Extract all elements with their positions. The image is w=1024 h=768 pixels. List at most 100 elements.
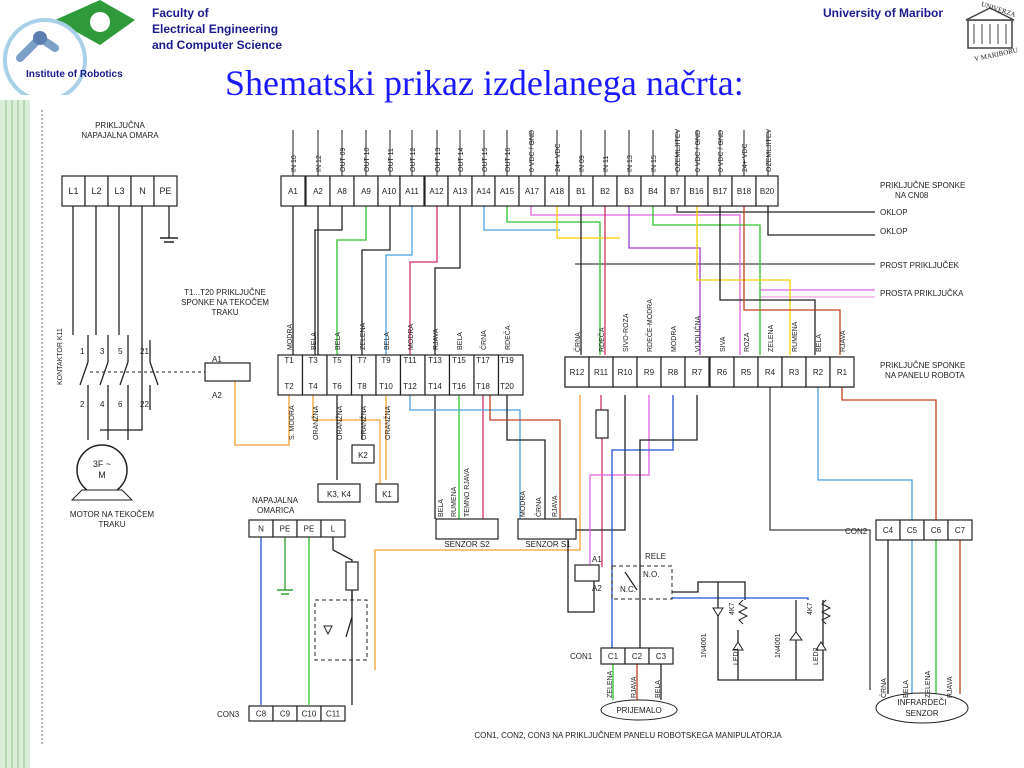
wire-cyan xyxy=(409,395,521,519)
wire-brown xyxy=(743,206,841,355)
relay-k3k4 xyxy=(317,483,361,503)
t-wire-colour: ZELENA xyxy=(360,322,367,350)
contact-switch xyxy=(99,361,109,386)
mains-terminal-label: L3 xyxy=(114,186,124,196)
wire xyxy=(314,206,343,355)
cn08-label: PRIKLJUČNE SPONKE xyxy=(880,181,965,190)
wire xyxy=(672,581,746,600)
contactor-number: 1 xyxy=(80,347,85,356)
t-terminal-label: T10 xyxy=(379,382,393,391)
wire-red xyxy=(409,206,438,355)
rele-box xyxy=(611,565,673,600)
slide-title: Shematski prikaz izdelanega načrta: xyxy=(225,63,744,103)
right-label: PROST PRIKLJUČEK xyxy=(880,261,960,270)
cn08-terminal-label: A1 xyxy=(288,187,298,196)
t-wire-colour: S. MODRA xyxy=(289,405,296,440)
con3-terminal-label: C9 xyxy=(280,710,291,719)
cn08-terminal-label: B1 xyxy=(576,187,586,196)
wire-green xyxy=(506,206,601,355)
t-terminal-label: T14 xyxy=(428,382,442,391)
supply-label: NAPAJALNA xyxy=(252,496,299,505)
t-wire-colour: ČRNA xyxy=(479,330,488,350)
r-wire-colour: RDEČE-MODRA xyxy=(645,299,654,352)
diode-icon xyxy=(323,625,333,636)
wire-orange xyxy=(374,395,581,670)
con2-wire: ČRNA xyxy=(879,678,888,698)
sensor-s2-label: SENZOR S2 xyxy=(444,540,490,549)
wire xyxy=(506,395,546,519)
relay-k1-label: K1 xyxy=(382,490,392,499)
relay-k2-label: K2 xyxy=(358,451,368,460)
t-terminal-label: T6 xyxy=(332,382,342,391)
t-wire-colour: MODRA xyxy=(287,324,294,350)
contactor-label: KONTAKTOR K11 xyxy=(57,328,64,385)
cn08-terminal-label: A9 xyxy=(361,187,371,196)
cn08-terminal-label: A10 xyxy=(382,187,397,196)
rele-a1: A1 xyxy=(592,555,602,564)
con3-terminal-label: C11 xyxy=(326,710,341,719)
r-block-label: NA PANELU ROBOTA xyxy=(885,371,965,380)
con1-terminal-label: C1 xyxy=(608,652,619,661)
t-terminals-label: TRAKU xyxy=(211,308,238,317)
mains-label: NAPAJALNA OMARA xyxy=(81,131,159,140)
t-block-terminal xyxy=(424,354,451,396)
cn08-terminal-label: B2 xyxy=(600,187,610,196)
mains-terminal-label: PE xyxy=(159,186,171,196)
supply-terminal-label: L xyxy=(331,525,336,534)
t-wire-colour: BELA xyxy=(335,332,342,350)
supply-terminal-label: N xyxy=(258,525,264,534)
t-terminal-label: T8 xyxy=(357,382,367,391)
robot-joint-icon xyxy=(33,31,47,45)
cn08-terminal-label: B16 xyxy=(689,187,704,196)
t-terminal-label: T18 xyxy=(476,382,490,391)
sensor-s1-wire: RJAVA xyxy=(552,495,559,517)
motor-symbol: 3F ~ xyxy=(93,459,111,469)
t-block-terminal xyxy=(497,354,524,396)
t-block-terminal xyxy=(375,354,402,396)
wire-cyan xyxy=(817,387,913,520)
sensor-s1-label: SENZOR S1 xyxy=(525,540,571,549)
cn08-pin-name: IN 11 xyxy=(603,156,610,172)
r-terminal xyxy=(684,356,710,388)
t-wire-colour: ORANŽNA xyxy=(335,405,344,440)
cn08-pin-name: 24+ VDC xyxy=(742,143,749,172)
cn08-terminal xyxy=(568,175,594,207)
institute-name: Institute of Robotics xyxy=(26,69,123,80)
right-label: PROSTA PRIKLJUČKA xyxy=(880,289,964,298)
sensor-s2-wire: RUMENA xyxy=(451,486,458,517)
relay-k3k4-label: K3, K4 xyxy=(327,490,352,499)
aux-contact xyxy=(149,361,159,386)
r-block-label: PRIKLJUČNE SPONKE xyxy=(880,361,965,370)
cn08-pin-name: OUT 14 xyxy=(458,148,465,172)
r-wire-colour: ROZA xyxy=(744,332,751,352)
relay-k1 xyxy=(375,483,399,503)
diode2-label: 1N4001 xyxy=(775,633,782,658)
con2-wire: BELA xyxy=(903,680,910,698)
wire xyxy=(332,537,353,705)
t-terminal-label: T19 xyxy=(500,356,514,365)
supply-terminal xyxy=(320,519,346,538)
wire-green xyxy=(652,206,761,355)
contact-switch xyxy=(119,361,129,386)
cn08-terminal-label: A18 xyxy=(550,187,565,196)
cn08-pin-name: IN 10 xyxy=(291,155,298,172)
r-wire-colour: RJAVA xyxy=(840,330,847,352)
cn08-pin-name: 0 VDC / GND xyxy=(529,130,536,172)
led2-label: LED2 xyxy=(813,647,820,665)
contactor-coil xyxy=(204,362,251,382)
wire-cyan xyxy=(385,206,413,355)
wire-violet xyxy=(628,206,701,355)
r-wire-colour: BELA xyxy=(816,334,823,352)
r-terminal xyxy=(829,356,855,388)
switch-icon xyxy=(345,616,353,638)
r-terminal xyxy=(636,356,662,388)
sensor-s2-wire: BELA xyxy=(438,499,445,517)
cn08-terminal-label: A15 xyxy=(500,187,515,196)
sensor-s2 xyxy=(435,518,499,540)
t-terminal-label: T20 xyxy=(500,382,514,391)
wire-magenta xyxy=(589,395,650,565)
wire xyxy=(639,395,698,650)
cn08-pin-name: OUT 10 xyxy=(364,148,371,172)
t-wire-colour: ORANŽNA xyxy=(359,405,368,440)
